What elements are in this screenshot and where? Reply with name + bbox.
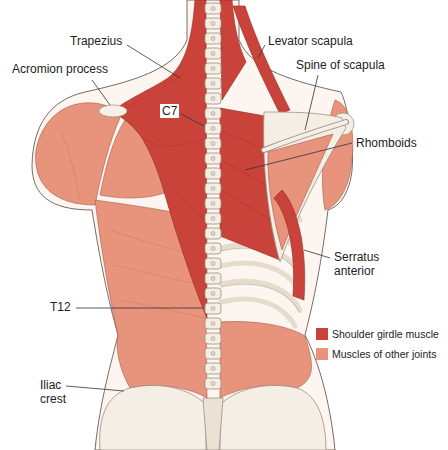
vertebra bbox=[205, 318, 221, 329]
fibre-line bbox=[168, 180, 205, 220]
leader-line bbox=[258, 45, 265, 58]
vertebra bbox=[205, 273, 221, 284]
vertebra bbox=[205, 108, 221, 119]
fibre-line bbox=[145, 140, 203, 146]
legend-text: Muscles of other joints bbox=[332, 347, 436, 361]
fibre-line bbox=[221, 190, 271, 220]
anatomy-label: T12 bbox=[50, 300, 71, 314]
legend-swatch bbox=[316, 328, 328, 340]
vertebra bbox=[205, 18, 221, 29]
vertebra bbox=[205, 138, 221, 149]
anatomy-label: C7 bbox=[160, 104, 179, 118]
vertebra bbox=[205, 3, 221, 14]
vertebra bbox=[205, 198, 221, 209]
leader-line bbox=[66, 386, 124, 391]
vertebra bbox=[205, 48, 221, 59]
vertebra bbox=[205, 183, 221, 194]
vertebra bbox=[205, 213, 221, 224]
leader-line bbox=[304, 250, 330, 258]
vertebra bbox=[205, 93, 221, 104]
fibre-line bbox=[60, 130, 80, 200]
fibre-line bbox=[221, 130, 265, 150]
anatomy-label: Trapezius bbox=[70, 34, 122, 48]
spine-column bbox=[205, 3, 221, 389]
fibre-line bbox=[221, 160, 267, 185]
anatomy-label: Spine of scapula bbox=[296, 58, 385, 72]
acromion-bone bbox=[99, 105, 127, 117]
vertebra bbox=[205, 123, 221, 134]
fibre-line bbox=[118, 300, 205, 318]
leader-line bbox=[245, 143, 352, 170]
vertebra bbox=[205, 363, 221, 374]
scapular-spine bbox=[264, 122, 346, 150]
vertebra bbox=[205, 168, 221, 179]
vertebra bbox=[205, 243, 221, 254]
anatomy-label: Serratus anterior bbox=[334, 250, 394, 278]
scapula-bone bbox=[264, 112, 346, 262]
trapezius-fibres bbox=[125, 60, 205, 220]
vertebra bbox=[205, 63, 221, 74]
anatomy-label: Acromion process bbox=[12, 62, 108, 76]
legend-text: Shoulder girdle muscle bbox=[332, 327, 439, 341]
vertebra bbox=[205, 348, 221, 359]
vertebra bbox=[205, 378, 221, 389]
legend-swatch bbox=[316, 348, 328, 360]
sacrum-bone bbox=[203, 398, 223, 450]
levator-scapula-muscle bbox=[233, 6, 290, 114]
ilium-bone bbox=[100, 385, 206, 450]
leader-line bbox=[76, 308, 203, 309]
serratus-muscle bbox=[274, 190, 305, 300]
vertebra bbox=[205, 288, 221, 299]
vertebra bbox=[205, 333, 221, 344]
vertebra bbox=[205, 153, 221, 164]
leader-lines bbox=[66, 45, 352, 391]
vertebra bbox=[205, 33, 221, 44]
anatomy-label: Iliac crest bbox=[40, 378, 76, 406]
vertebra bbox=[205, 258, 221, 269]
vertebra bbox=[205, 228, 221, 239]
anatomy-label: Rhomboids bbox=[356, 136, 417, 150]
leader-line bbox=[92, 80, 110, 105]
rib bbox=[221, 263, 300, 292]
scapular-spine bbox=[264, 122, 346, 150]
trapezius-muscle bbox=[112, 0, 207, 318]
rib-edge bbox=[221, 284, 300, 313]
anatomy-label: Levator scapula bbox=[268, 34, 353, 48]
leader-line bbox=[127, 45, 180, 78]
leader-line bbox=[305, 75, 318, 130]
vertebra bbox=[205, 303, 221, 314]
leader-line bbox=[181, 114, 204, 126]
vertebra bbox=[205, 78, 221, 89]
ilium-bone bbox=[220, 385, 326, 450]
